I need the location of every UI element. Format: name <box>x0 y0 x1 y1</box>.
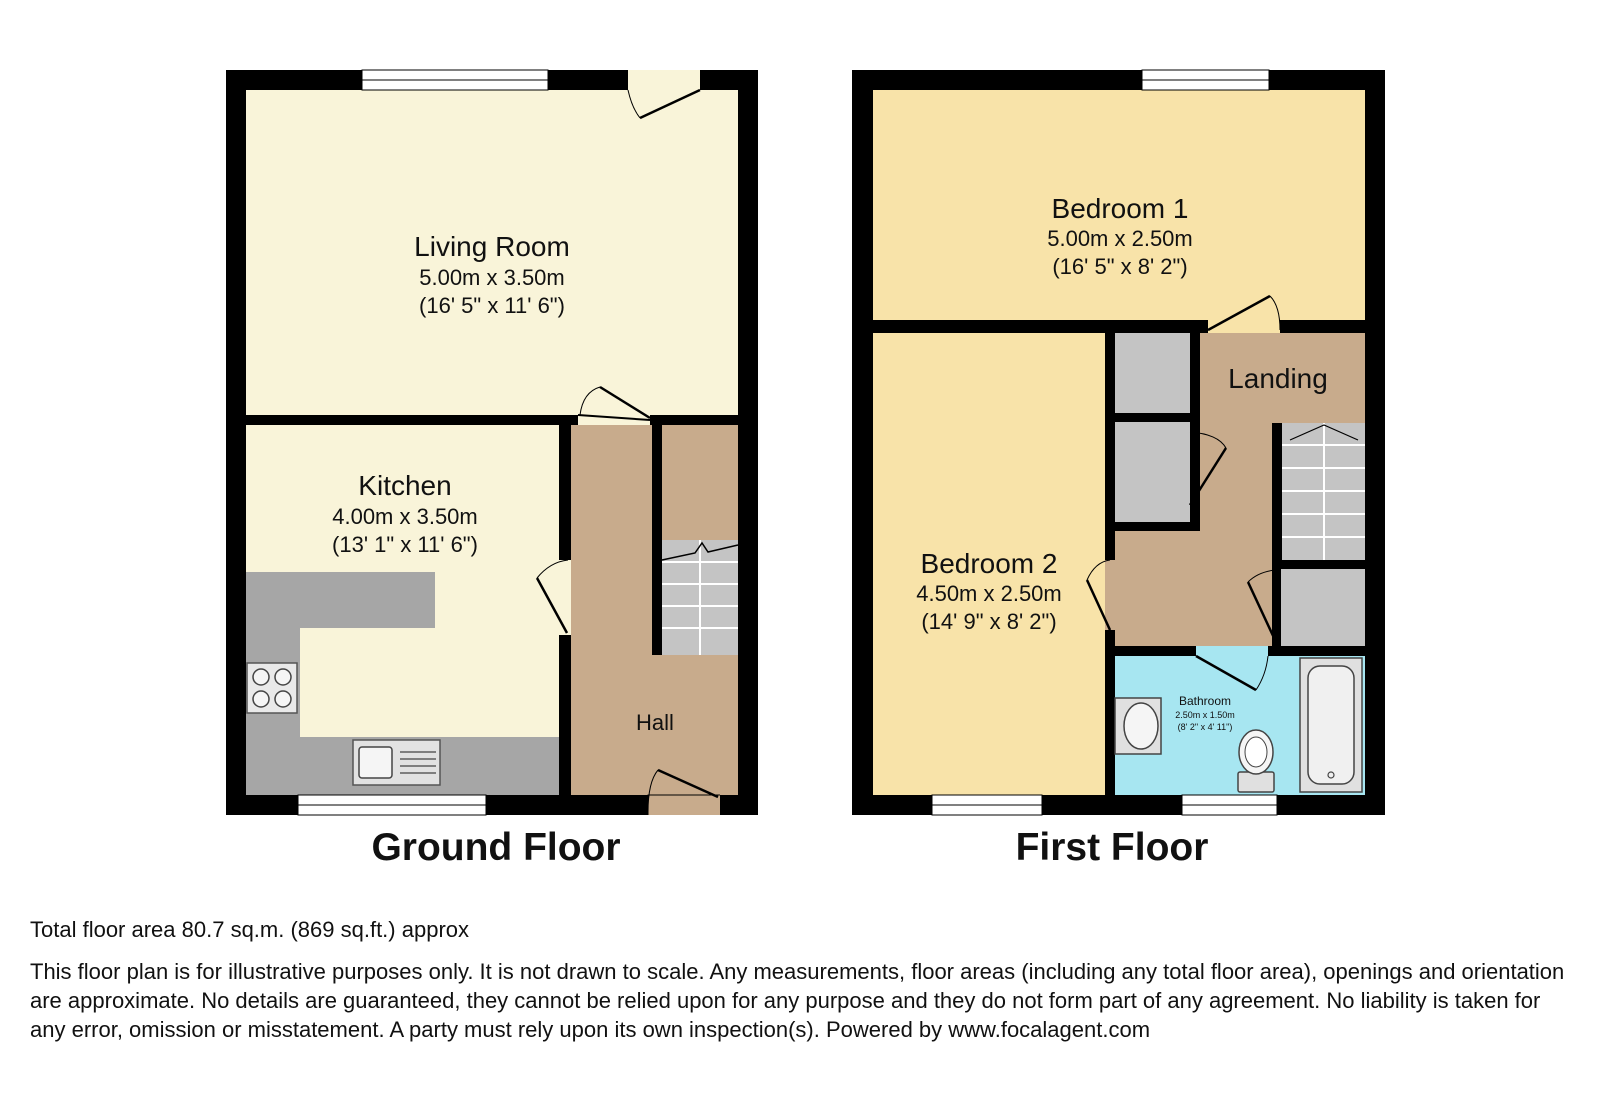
bedroom-2-size-imperial: (14' 9" x 8' 2") <box>921 609 1056 634</box>
airing-cupboard-side <box>1272 560 1281 646</box>
landing-name: Landing <box>1228 363 1328 394</box>
cupboard-bottom-wall <box>1105 522 1200 531</box>
kitchen-worktop <box>246 572 559 795</box>
living-room-external-door <box>627 70 701 120</box>
hall-name: Hall <box>636 710 674 735</box>
hall-floor-lower <box>571 425 652 795</box>
first-floor-staircase <box>1272 423 1365 560</box>
bedroom-1-size-imperial: (16' 5" x 8' 2") <box>1052 254 1187 279</box>
stair-wall <box>652 425 662 655</box>
bedroom-1-size-metric: 5.00m x 2.50m <box>1047 226 1193 251</box>
bathroom-size-metric: 2.50m x 1.50m <box>1175 710 1235 720</box>
kitchen-name: Kitchen <box>358 470 451 501</box>
bedroom-1-floor <box>873 90 1365 320</box>
bedroom-1-window <box>1141 69 1270 91</box>
bathroom-size-imperial: (8' 2" x 4' 11") <box>1178 722 1233 732</box>
bedroom-1-name: Bedroom 1 <box>1052 193 1189 224</box>
cupboard-door <box>1188 431 1228 506</box>
bedroom-2-window <box>931 794 1043 816</box>
bedroom-2-door <box>1085 559 1115 631</box>
ground-floor-plan: Living Room 5.00m x 3.50m (16' 5" x 11' … <box>226 69 758 869</box>
ground-floor-title: Ground Floor <box>371 826 620 869</box>
hall-front-door <box>647 768 720 815</box>
cupboard-upper <box>1115 333 1190 413</box>
cupboard-divider <box>1105 413 1200 422</box>
kitchen-hall-door <box>535 559 571 635</box>
bathroom-window <box>1181 794 1278 816</box>
ground-staircase <box>661 540 739 655</box>
sink-icon <box>352 739 441 786</box>
first-floor-title: First Floor <box>1016 826 1209 869</box>
first-floor-plan: Bedroom 1 5.00m x 2.50m (16' 5" x 8' 2")… <box>852 69 1385 869</box>
living-room-name: Living Room <box>414 231 570 262</box>
bathroom-door <box>1195 646 1269 692</box>
living-room-size-imperial: (16' 5" x 11' 6") <box>419 293 565 318</box>
airing-cupboard-wall <box>1272 560 1365 569</box>
bath-icon <box>1299 657 1363 793</box>
basin-icon <box>1114 697 1162 755</box>
kitchen-size-imperial: (13' 1" x 11' 6") <box>332 532 478 557</box>
bedroom-1-door <box>1207 294 1281 333</box>
cupboard-lower <box>1115 422 1190 522</box>
total-floor-area: Total floor area 80.7 sq.m. (869 sq.ft.)… <box>30 917 470 942</box>
bathroom-side-wall <box>1105 650 1115 795</box>
airing-cupboard <box>1281 568 1365 646</box>
kitchen-hall-wall-lower <box>559 640 571 795</box>
living-room-window <box>361 69 549 91</box>
bedroom-1-wall <box>873 320 1365 333</box>
airing-cupboard-door <box>1246 569 1277 641</box>
living-room-size-metric: 5.00m x 3.50m <box>419 265 565 290</box>
hob-icon <box>246 662 298 714</box>
living-room-floor <box>246 90 738 415</box>
kitchen-window <box>297 794 487 816</box>
bedroom-2-floor <box>873 333 1105 795</box>
bedroom-2-size-metric: 4.50m x 2.50m <box>916 581 1062 606</box>
living-room-hall-door <box>577 385 651 425</box>
bathroom-name: Bathroom <box>1179 694 1231 708</box>
toilet-icon <box>1237 729 1275 793</box>
kitchen-size-metric: 4.00m x 3.50m <box>332 504 478 529</box>
floor-plan: Living Room 5.00m x 3.50m (16' 5" x 11' … <box>226 69 1385 869</box>
bedroom-2-name: Bedroom 2 <box>921 548 1058 579</box>
disclaimer-text: This floor plan is for illustrative purp… <box>30 959 1565 1042</box>
